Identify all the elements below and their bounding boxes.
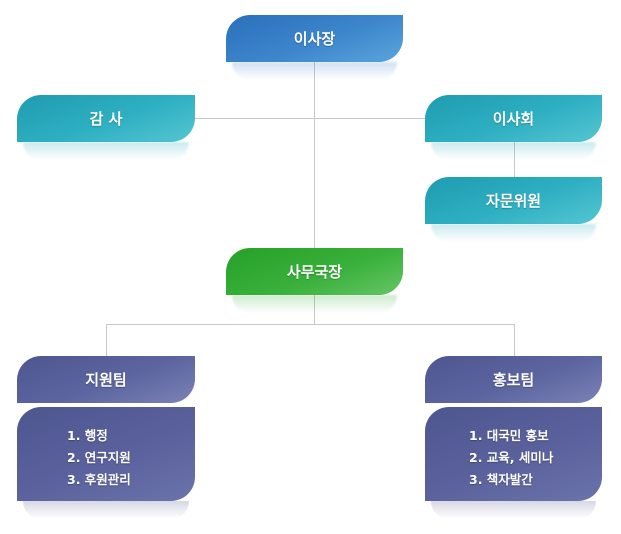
auditor-label: 감 사 xyxy=(89,110,123,128)
connector-pr-team-vertical xyxy=(514,324,515,358)
pr-team-duty: 2. 교육, 세미나 xyxy=(469,450,554,465)
pr-team-duties-list: 1. 대국민 홍보 2. 교육, 세미나 3. 책자발간 xyxy=(469,425,553,491)
support-team-duties-list: 1. 행정 2. 연구지원 3. 후원관리 xyxy=(67,425,131,491)
connector-chairman-vertical xyxy=(314,60,315,250)
pr-team-label: 홍보팀 xyxy=(492,371,535,389)
advisory-committee-label: 자문위원 xyxy=(485,192,542,210)
board-label: 이사회 xyxy=(492,110,535,128)
connector-board-advisory-vertical xyxy=(514,140,515,180)
pr-team-duty: 1. 대국민 홍보 xyxy=(469,428,549,443)
pr-team-duty: 3. 책자발간 xyxy=(469,472,533,487)
pr-team-duties-box: 1. 대국민 홍보 2. 교육, 세미나 3. 책자발간 xyxy=(425,407,602,519)
connector-support-team-vertical xyxy=(106,324,107,358)
secretary-general-node: 사무국장 xyxy=(226,248,403,295)
pr-team-node: 홍보팀 xyxy=(425,356,602,403)
support-team-duty: 1. 행정 xyxy=(67,428,108,443)
auditor-node: 감 사 xyxy=(17,95,195,142)
chairman-node: 이사장 xyxy=(226,15,403,62)
chairman-label: 이사장 xyxy=(293,30,336,48)
support-team-duties-box: 1. 행정 2. 연구지원 3. 후원관리 xyxy=(17,407,195,519)
advisory-committee-node: 자문위원 xyxy=(425,177,602,224)
board-node: 이사회 xyxy=(425,95,602,142)
connector-auditor-board-horizontal xyxy=(194,118,426,119)
support-team-node: 지원팀 xyxy=(17,356,195,403)
connector-teams-horizontal xyxy=(106,324,515,325)
support-team-duty: 3. 후원관리 xyxy=(67,472,131,487)
secretary-general-label: 사무국장 xyxy=(286,263,343,281)
support-team-duty: 2. 연구지원 xyxy=(67,450,131,465)
support-team-label: 지원팀 xyxy=(85,371,127,389)
